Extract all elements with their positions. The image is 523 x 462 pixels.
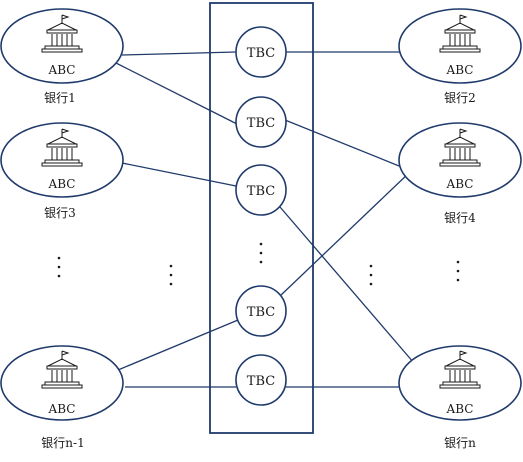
bank-node-right: ABC 银行2 [398, 8, 522, 105]
bank-node-right: ABC 银行4 [398, 122, 522, 225]
tbc-channel-box [209, 2, 314, 434]
link-bankn1-tbc4 [117, 319, 239, 371]
bank-name: 银行2 [444, 91, 476, 105]
abc-label: ABC [48, 402, 76, 416]
link-tbc2-bank4 [284, 119, 415, 173]
abc-label: ABC [446, 402, 474, 416]
link-bank1-tbc1 [121, 51, 237, 56]
tbc-node: TBC [235, 26, 287, 78]
ellipsis-dots [57, 242, 460, 286]
bank-name: 银行3 [44, 206, 76, 220]
tbc-node: TBC [235, 285, 287, 337]
abc-label: ABC [48, 177, 76, 191]
link-tbc3-bankn [279, 206, 415, 364]
abc-label: ABC [446, 63, 474, 77]
abc-label: ABC [446, 177, 474, 191]
bank-name: 银行1 [44, 91, 76, 105]
bank-node-left: ABC 银行3 [0, 122, 124, 220]
tbc-node: TBC [235, 164, 287, 216]
tbc-label: TBC [247, 374, 275, 389]
tbc-label: TBC [247, 305, 275, 320]
tbc-label: TBC [247, 184, 275, 199]
tbc-node: TBC [235, 96, 287, 148]
bank-name: 银行n-1 [41, 436, 84, 450]
link-bank1-tbc2 [115, 62, 238, 125]
tbc-label: TBC [247, 116, 275, 131]
abc-label: ABC [48, 63, 76, 77]
bank-name: 银行n [444, 436, 476, 450]
tbc-label: TBC [247, 46, 275, 61]
connections [115, 51, 415, 388]
bank-node-right: ABC 银行n [398, 345, 522, 450]
link-tbc4-bank4 [279, 171, 411, 297]
bank-node-left: ABC 银行1 [0, 8, 124, 105]
tbc-node: TBC [235, 354, 287, 406]
link-bank3-tbc3 [121, 162, 237, 187]
bank-node-left: ABC 银行n-1 [0, 345, 124, 450]
bank-name: 银行4 [444, 211, 476, 225]
